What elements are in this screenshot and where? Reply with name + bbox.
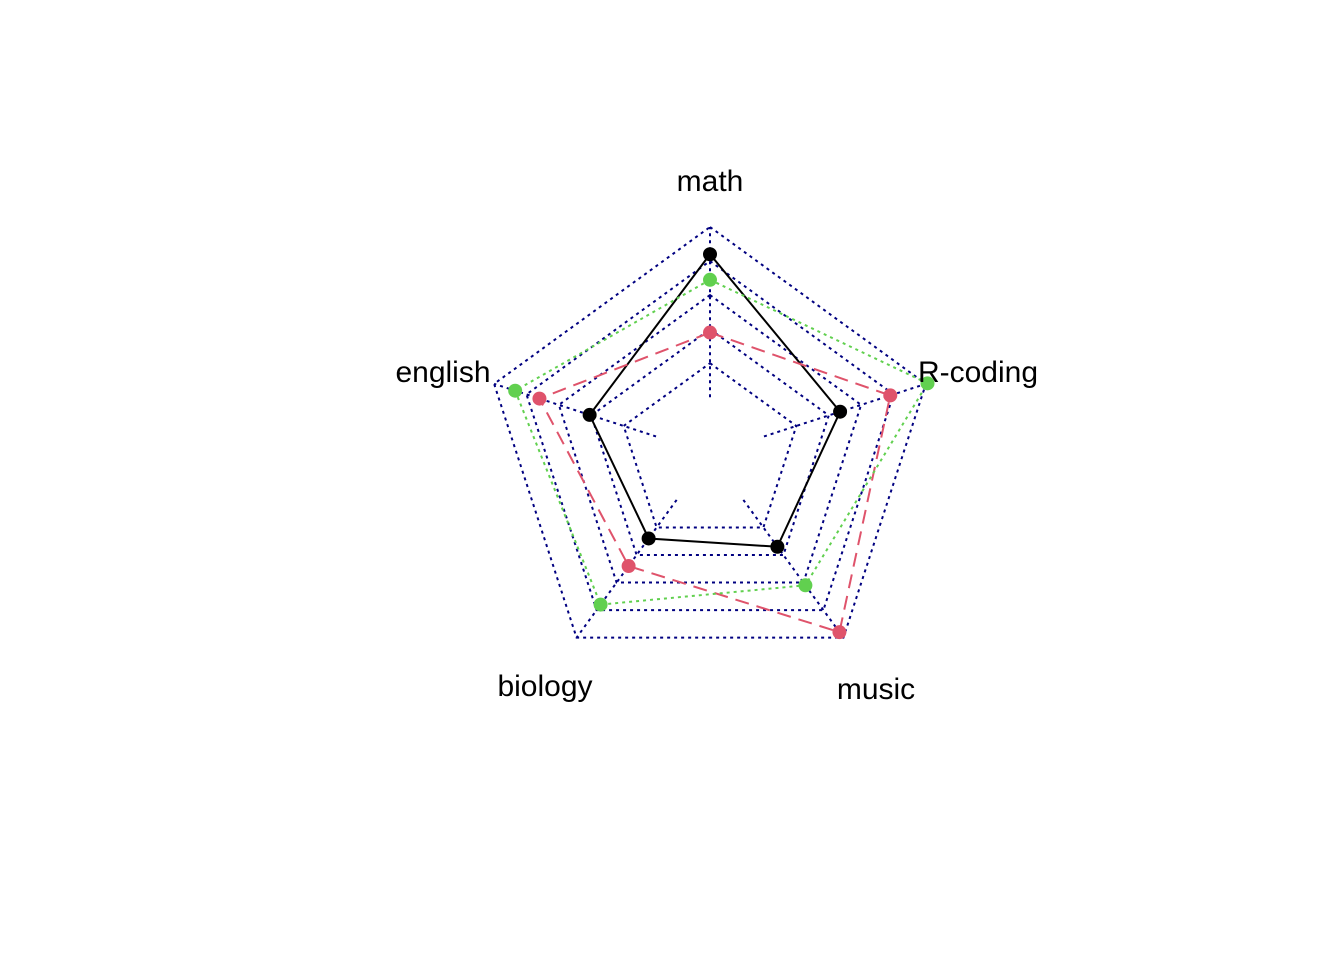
series-2-line	[538, 331, 892, 634]
axis-label-math: math	[677, 165, 744, 198]
series-2-point-biology	[621, 559, 636, 574]
series-2-point-r-coding	[883, 388, 898, 403]
series-1-point-biology	[641, 531, 656, 546]
series-1-point-music	[770, 539, 785, 554]
series-1	[582, 247, 848, 554]
series-1-point-math	[703, 247, 717, 262]
axis-label-music: music	[837, 673, 915, 706]
grid-ring-3	[557, 293, 863, 584]
series-3-point-english	[508, 383, 523, 398]
radar-grid	[492, 225, 928, 639]
axis-spoke-music	[742, 499, 845, 639]
series-1-point-r-coding	[833, 404, 848, 419]
axis-label-english: english	[395, 356, 490, 389]
axis-label-r-coding: R-coding	[918, 356, 1038, 389]
series-3-point-math	[703, 272, 717, 287]
series-3-point-biology	[593, 597, 608, 612]
series-2-point-math	[703, 325, 717, 340]
radar-series	[508, 247, 935, 640]
series-3-point-music	[798, 578, 813, 593]
series-2	[532, 325, 898, 640]
grid-ring-5	[492, 225, 928, 639]
series-2-point-music	[832, 625, 847, 640]
grid-ring-4	[525, 259, 895, 612]
series-2-point-english	[532, 391, 547, 406]
series-1-point-english	[582, 407, 597, 422]
series-3	[508, 272, 935, 612]
axis-labels: math R-coding music biology english	[395, 165, 1038, 706]
grid-ring-2	[590, 327, 830, 557]
grid-ring-1	[622, 361, 798, 529]
series-3-point-r-coding	[920, 376, 935, 391]
axis-label-biology: biology	[497, 670, 592, 703]
series-3-line	[513, 278, 929, 606]
series-1-line	[588, 252, 842, 548]
